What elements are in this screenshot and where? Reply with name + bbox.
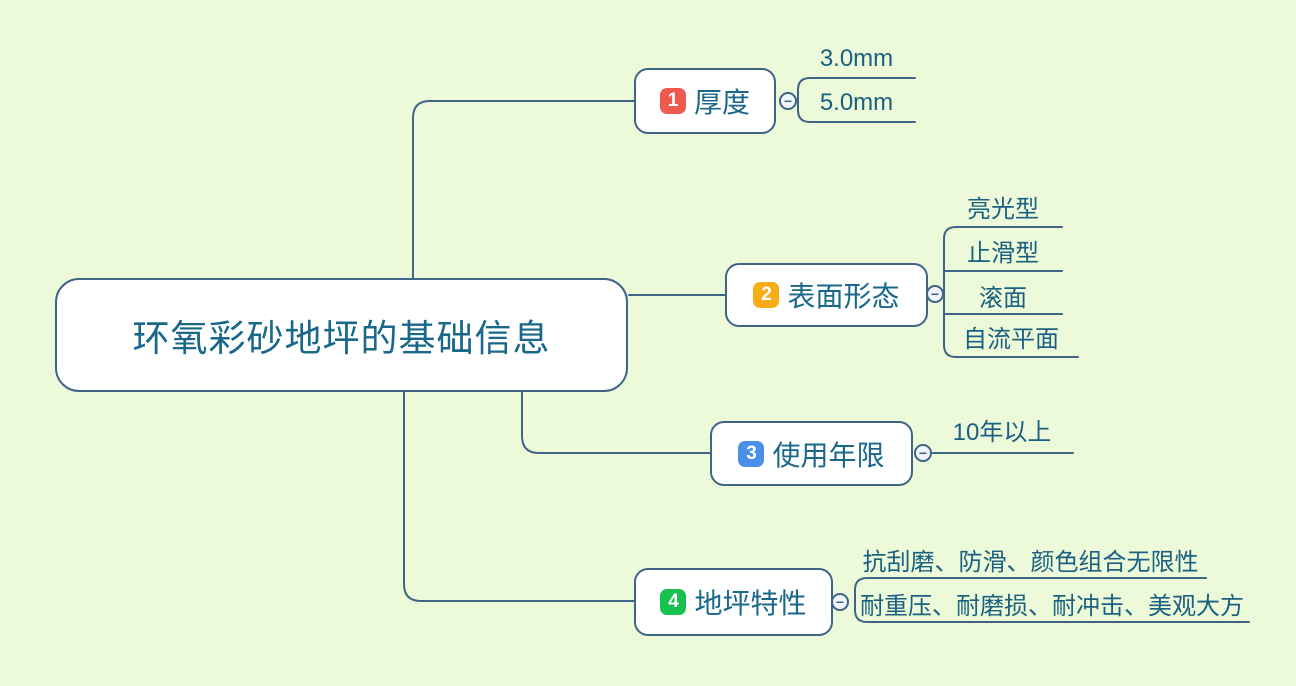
collapse-toggle-branch3[interactable]: − [914, 444, 932, 462]
connector-root-branch1 [412, 100, 635, 279]
connector-root-branch3 [521, 391, 711, 454]
branch-thickness-label: 厚度 [693, 87, 750, 118]
branch-surface-form-label: 表面形态 [787, 281, 900, 312]
branch-floor-characteristics-label: 地坪特性 [694, 588, 807, 619]
branch-surface-form[interactable]: 2 表面形态 [725, 263, 928, 327]
root-topic[interactable]: 环氧彩砂地坪的基础信息 [55, 278, 628, 392]
leaf-pressure-resistance[interactable]: 耐重压、耐磨损、耐冲击、美观大方 [860, 593, 1244, 620]
branch-service-life-label: 使用年限 [772, 439, 885, 471]
collapse-toggle-branch4[interactable]: − [831, 593, 849, 611]
leaf-antislip-type[interactable]: 止滑型 [967, 240, 1039, 267]
leaf-glossy-type[interactable]: 亮光型 [967, 196, 1039, 223]
leaf-selfleveling-surface[interactable]: 自流平面 [963, 326, 1059, 353]
priority-badge-2: 2 [753, 282, 780, 308]
connector-root-branch4 [403, 391, 635, 602]
branch-service-life[interactable]: 3 使用年限 [710, 421, 913, 486]
leaf-3mm[interactable]: 3.0mm [819, 45, 894, 72]
leaf-scratch-resistance[interactable]: 抗刮磨、防滑、颜色组合无限性 [862, 549, 1199, 576]
priority-badge-4: 4 [660, 589, 687, 615]
priority-badge-3: 3 [738, 440, 765, 467]
leaf-rolled-surface[interactable]: 滚面 [979, 285, 1027, 312]
leaf-over-10-years[interactable]: 10年以上 [952, 419, 1052, 446]
root-topic-label: 环氧彩砂地坪的基础信息 [132, 318, 551, 359]
branch-thickness[interactable]: 1 厚度 [634, 68, 776, 134]
leaf-5mm[interactable]: 5.0mm [819, 89, 894, 116]
branch-floor-characteristics[interactable]: 4 地坪特性 [634, 568, 833, 636]
collapse-toggle-branch1[interactable]: − [779, 92, 797, 110]
collapse-toggle-branch2[interactable]: − [926, 285, 944, 303]
priority-badge-1: 1 [659, 88, 686, 114]
